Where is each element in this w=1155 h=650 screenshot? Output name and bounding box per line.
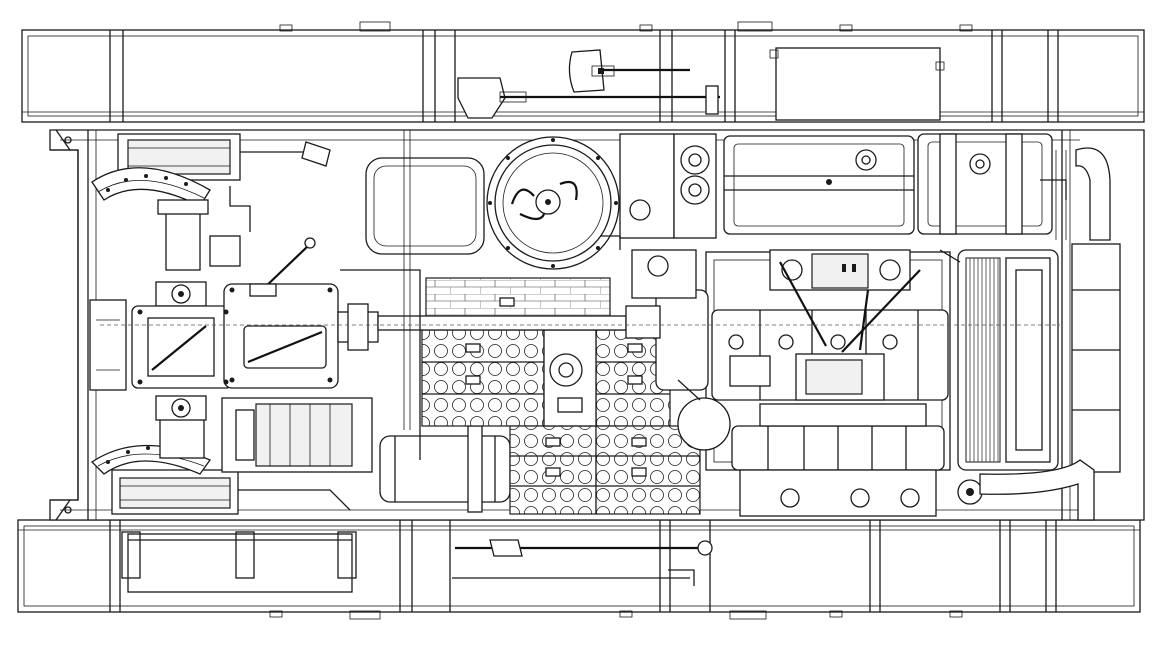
main-clutch-unit — [221, 397, 511, 513]
top-fender — [21, 21, 1145, 123]
front-final-drive-top — [91, 133, 331, 271]
steering-bearings — [89, 281, 207, 421]
shovel-icon — [457, 77, 720, 119]
oil-tank — [723, 135, 915, 235]
engine-block — [705, 249, 983, 517]
radiator-icon — [957, 147, 1121, 521]
gear-lever-icon — [249, 237, 316, 297]
gearbox — [131, 237, 379, 389]
flywheel-icon — [486, 136, 620, 270]
pipes — [100, 130, 1060, 460]
water-tank — [917, 133, 1067, 235]
blower-pair — [619, 133, 717, 239]
axe-icon — [568, 49, 690, 93]
drum-unit — [365, 157, 485, 255]
front-final-drive-bottom — [90, 417, 351, 515]
ammo-racks — [421, 277, 701, 515]
bottom-fender — [17, 519, 1141, 620]
crowbar-icon — [452, 539, 713, 586]
drive-shaft — [377, 249, 731, 451]
